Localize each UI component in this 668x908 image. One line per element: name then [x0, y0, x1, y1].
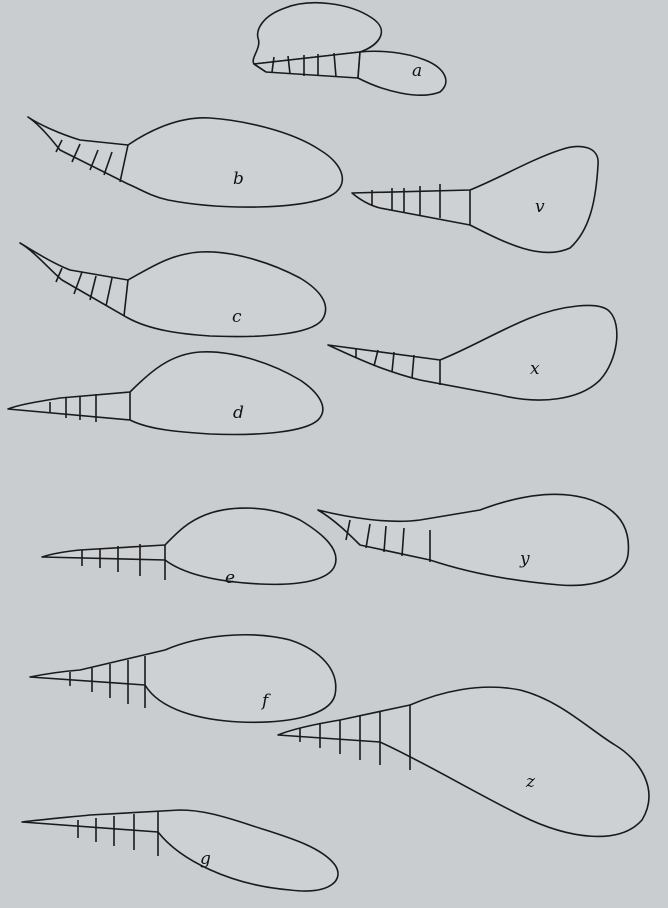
- figure-b: b: [28, 117, 342, 207]
- figure-z: z: [278, 687, 649, 836]
- figure-label-v: v: [535, 197, 545, 217]
- figure-label-a: a: [412, 61, 422, 81]
- figure-label-e: e: [225, 568, 235, 588]
- figure-y: y: [318, 494, 628, 585]
- figure-e: e: [42, 508, 336, 588]
- figure-label-d: d: [233, 403, 244, 423]
- figure-f: f: [30, 635, 336, 722]
- figure-c: c: [20, 243, 326, 337]
- figure-a: a: [253, 3, 446, 95]
- figure-label-y: y: [519, 549, 530, 569]
- figure-label-c: c: [232, 307, 242, 327]
- figure-label-z: z: [525, 772, 536, 792]
- figure-label-b: b: [233, 169, 244, 189]
- figure-x: x: [328, 305, 617, 400]
- figure-label-x: x: [530, 359, 540, 379]
- figure-v: v: [352, 147, 598, 253]
- figure-d: d: [8, 352, 323, 435]
- figure-label-g: g: [200, 849, 211, 869]
- figure-g: g: [22, 810, 338, 891]
